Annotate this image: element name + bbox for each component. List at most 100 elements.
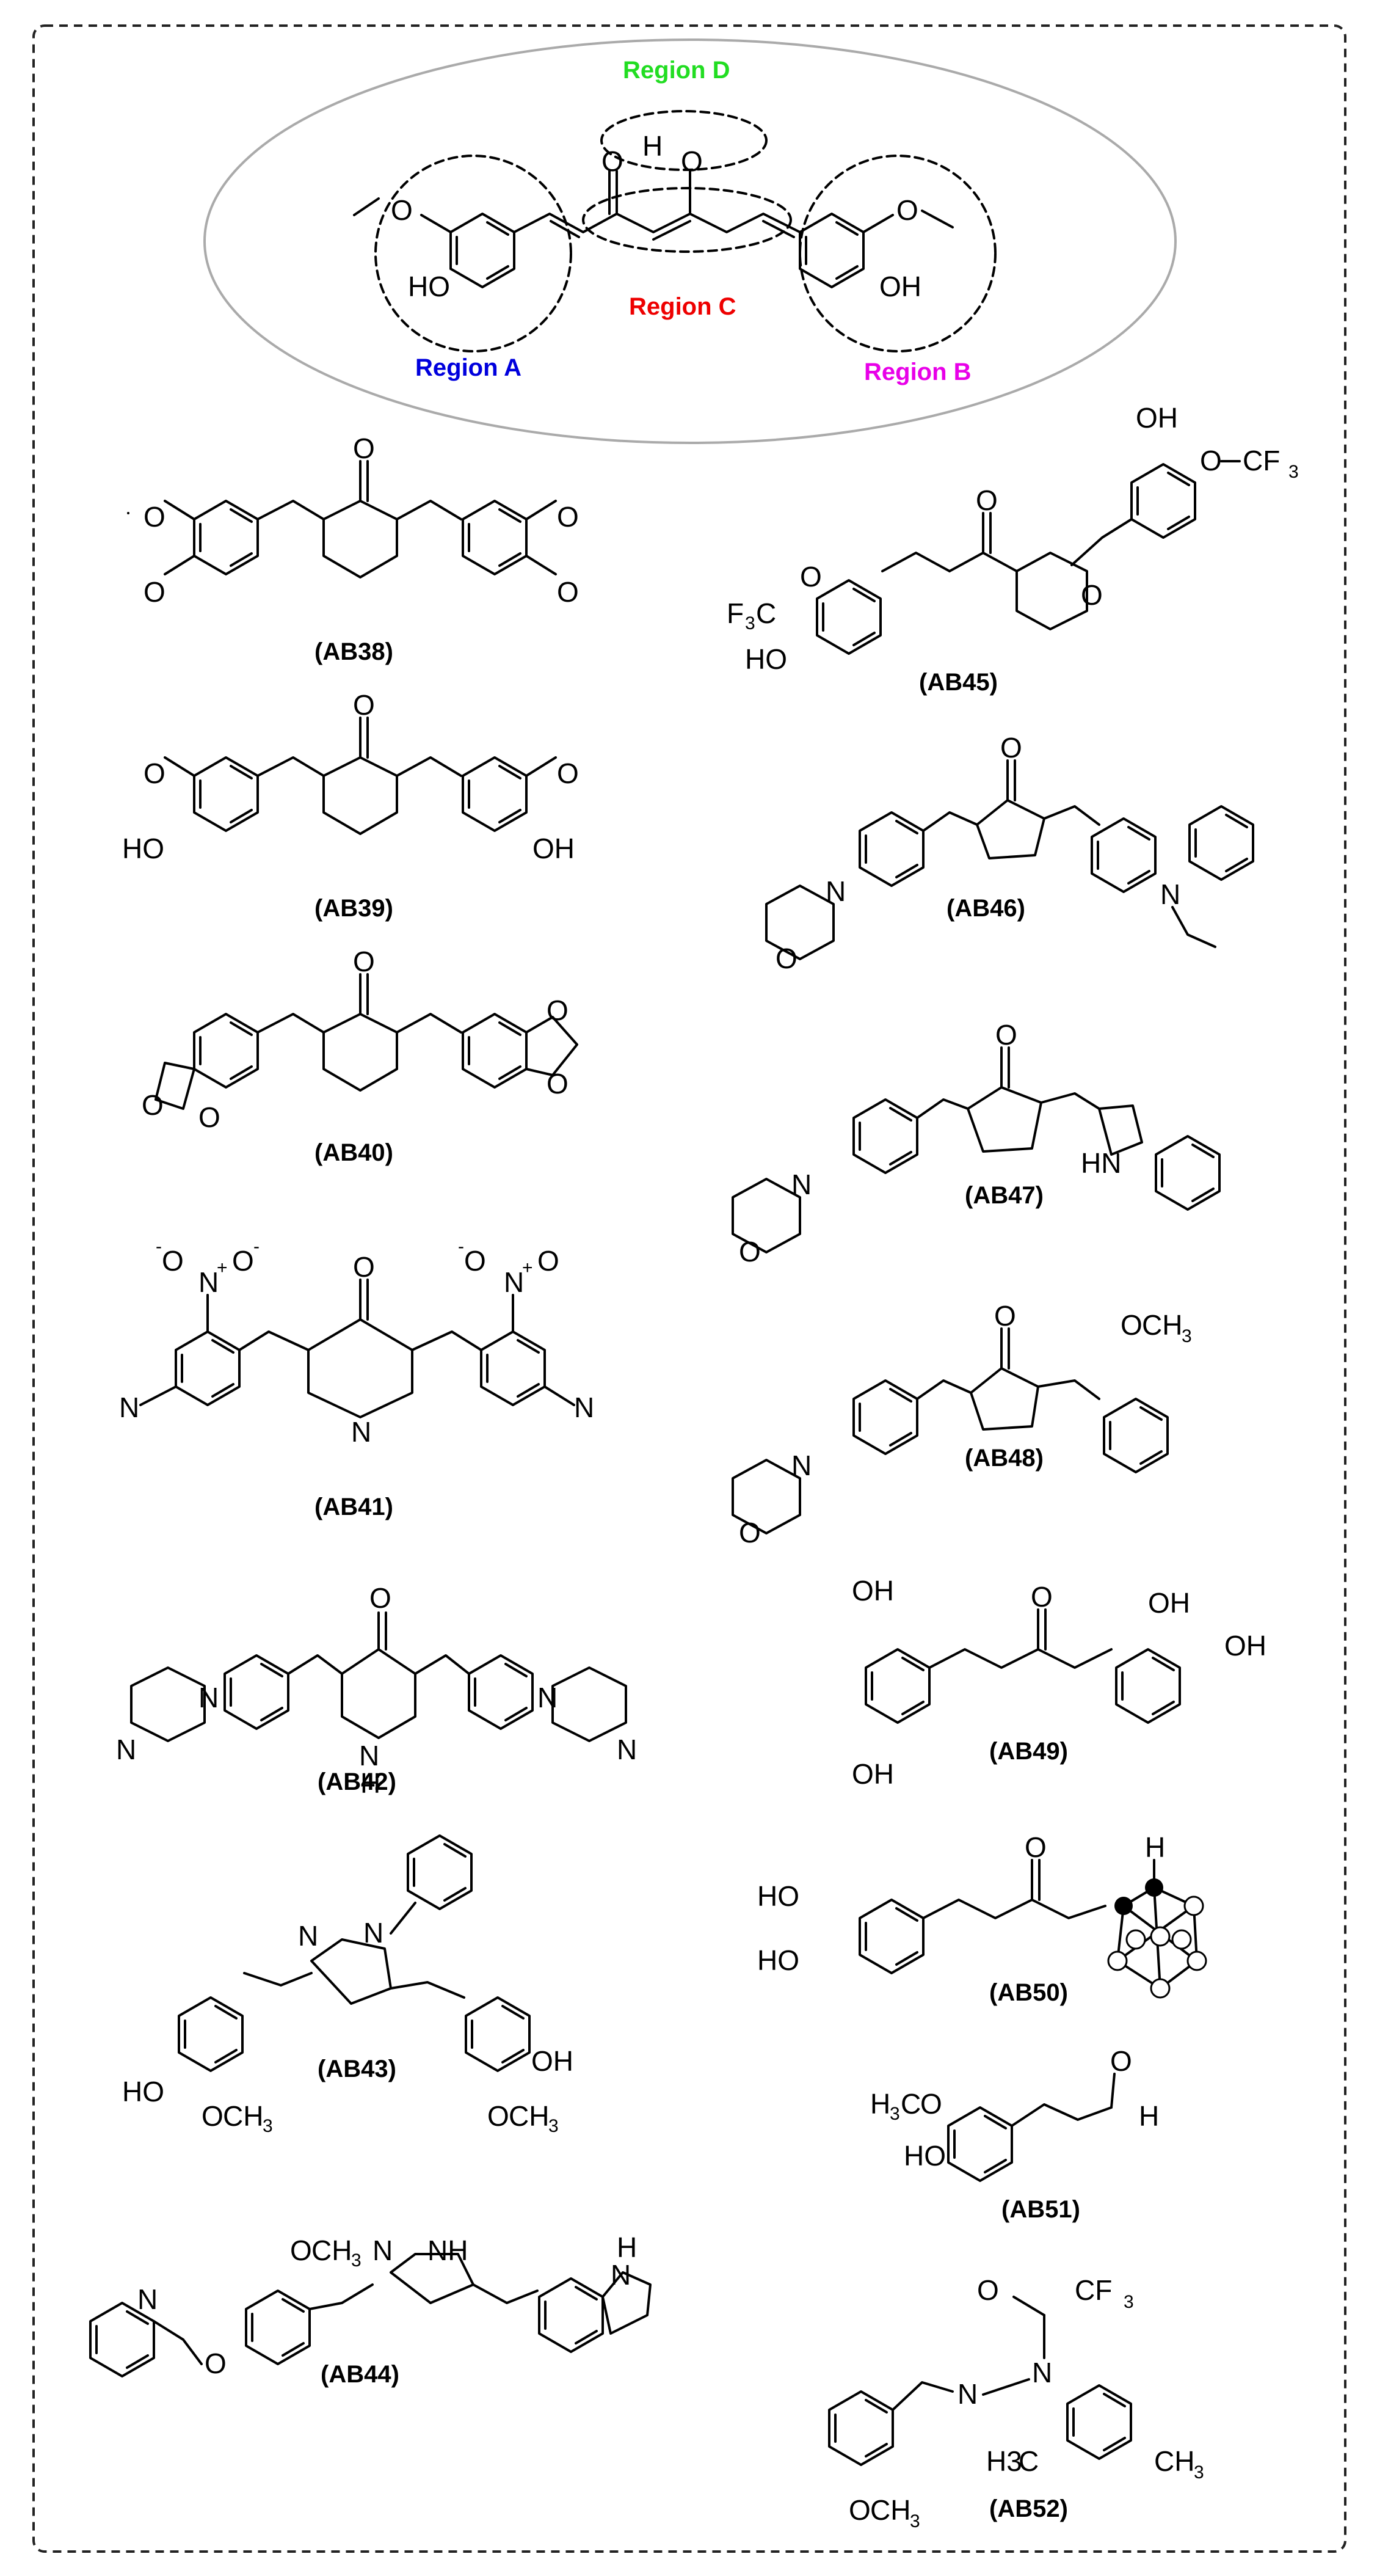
atom-ho: HO: [904, 2140, 946, 2172]
atom-o: O: [800, 561, 822, 593]
atom-n: N: [1160, 878, 1180, 910]
atom-h3c: H: [870, 2088, 890, 2120]
compound-label-ab46: (AB46): [946, 895, 1025, 922]
charge-minus: -: [156, 1236, 162, 1257]
atom-ho: HO: [745, 643, 787, 675]
atom-o: O: [1200, 445, 1222, 476]
atom-o-nitro: O: [537, 1245, 559, 1277]
atom-o: O: [198, 1101, 220, 1133]
atom-oh: OH: [1224, 1630, 1266, 1662]
atom-o: O: [369, 1582, 391, 1614]
atom-ch: CH: [223, 2100, 263, 2132]
atom-h: H: [1145, 1831, 1165, 1863]
atom-oh: OH: [852, 1758, 894, 1790]
compound-ab39: O HO O O OH (AB39): [122, 689, 579, 922]
atom-o-nitro: O: [162, 1245, 184, 1277]
curcumin-scheme: O HO O O H O OH Region A Region B Region…: [203, 38, 1177, 444]
atom-o: O: [353, 432, 375, 464]
atom-o: O: [557, 757, 579, 789]
region-d-ellipse: [600, 110, 768, 171]
subscript-3: 3: [1182, 1326, 1192, 1346]
atom-n: N: [116, 1734, 136, 1765]
atom-c: C: [756, 597, 776, 629]
subscript-3: 3: [1124, 2292, 1134, 2312]
compound-label-ab44: (AB44): [321, 2361, 399, 2388]
charge-minus: -: [458, 1236, 464, 1257]
compound-ab45: OH O CF 3 O O O F 3 C HO (AB45): [727, 402, 1299, 696]
atom-n: N: [791, 1169, 812, 1200]
atom-o: O: [849, 2494, 871, 2526]
atom-oh: OH: [1136, 402, 1178, 434]
atom-n: N: [1032, 2357, 1052, 2388]
atom-hn: HN: [1081, 1147, 1121, 1179]
atom-ho: HO: [408, 271, 450, 302]
subscript-3: 3: [263, 2116, 273, 2136]
atom-o-nitro: O: [464, 1245, 486, 1277]
atom-cf: CF: [1243, 445, 1280, 476]
atom-n: N: [826, 875, 846, 907]
scaffold-envelope: [203, 38, 1177, 444]
atom-o: O: [353, 689, 375, 721]
compound-ab42: N N O N H N N (AB42): [116, 1582, 637, 1799]
charge-minus: -: [253, 1236, 260, 1257]
atom-ch: CH: [870, 2494, 910, 2526]
atom-h: H: [360, 1767, 380, 1799]
compound-label-ab43: (AB43): [318, 2056, 396, 2082]
atom-oh: OH: [531, 2045, 573, 2077]
compound-label-ab50: (AB50): [989, 1979, 1068, 2006]
atom-o: O: [776, 943, 797, 974]
atom-n: N: [611, 2259, 631, 2291]
atom-o: O: [896, 194, 918, 226]
atom-n: N: [537, 1682, 558, 1713]
atom-enol-o: O: [681, 145, 703, 177]
compound-label-ab49: (AB49): [989, 1738, 1068, 1765]
compound-ab43: N N HO O CH 3 OH O CH 3 (AB43): [122, 1834, 573, 2136]
atom-n: N: [137, 2283, 158, 2315]
carborane-cage: [1107, 1878, 1207, 1999]
atom-n: N: [574, 1392, 594, 1423]
atom-o: O: [353, 1251, 375, 1283]
compound-ab48: O N O O CH 3 (AB48): [732, 1300, 1192, 1549]
atom-ch: CH: [1142, 1309, 1182, 1341]
atom-n: N: [372, 2235, 393, 2266]
atom-o: O: [1110, 2045, 1132, 2077]
atom-co: C: [901, 2088, 921, 2120]
atom-n: N: [351, 1416, 371, 1448]
region-c-label: Region C: [629, 293, 736, 320]
atom-nh: H: [617, 2231, 637, 2263]
charge-plus: +: [217, 1258, 228, 1278]
atom-o: O: [391, 194, 413, 226]
atom-o: O: [144, 501, 165, 533]
figure-frame: [32, 24, 1346, 2553]
subscript-3: 3: [890, 2104, 900, 2124]
compound-ab47: O N O HN (AB47): [732, 1019, 1221, 1268]
atom-o: O: [1025, 1831, 1047, 1863]
compound-label-ab42: (AB42): [318, 1768, 396, 1795]
atom-o: O: [290, 2235, 312, 2266]
atom-ho: HO: [122, 833, 164, 864]
compound-label-ab38: (AB38): [314, 638, 393, 665]
compound-label-ab47: (AB47): [965, 1182, 1044, 1209]
compound-ab49: OH OH O OH OH (AB49): [852, 1575, 1266, 1790]
atom-o: O: [557, 576, 579, 608]
atom-n: N: [791, 1450, 812, 1481]
atom-n: N: [957, 2378, 978, 2410]
atom-o: O: [994, 1300, 1016, 1332]
atom-o: O: [547, 1068, 569, 1100]
atom-ch: CH: [311, 2235, 352, 2266]
atom-o: O: [547, 994, 569, 1026]
compound-ab52: O CH 3 N N O CF 3 H3 C CH 3 (AB52): [828, 2274, 1204, 2531]
atom-h: H: [642, 130, 663, 162]
atom-o: O: [353, 946, 375, 977]
subscript-3: 3: [745, 613, 755, 633]
atom-h3c: H3: [986, 2445, 1022, 2477]
atom-nh: N: [359, 1740, 379, 1771]
atom-f3c: F: [727, 597, 744, 629]
atom-ch: CH: [1154, 2445, 1194, 2477]
atom-o: O: [487, 2100, 509, 2132]
subscript-3: 3: [1194, 2462, 1204, 2483]
compound-ab51: H 3 C O HO O H (AB51): [870, 2045, 1159, 2223]
atom-o: O: [144, 757, 165, 789]
atom-o: O: [205, 2348, 227, 2379]
compound-label-ab41: (AB41): [314, 1494, 393, 1520]
